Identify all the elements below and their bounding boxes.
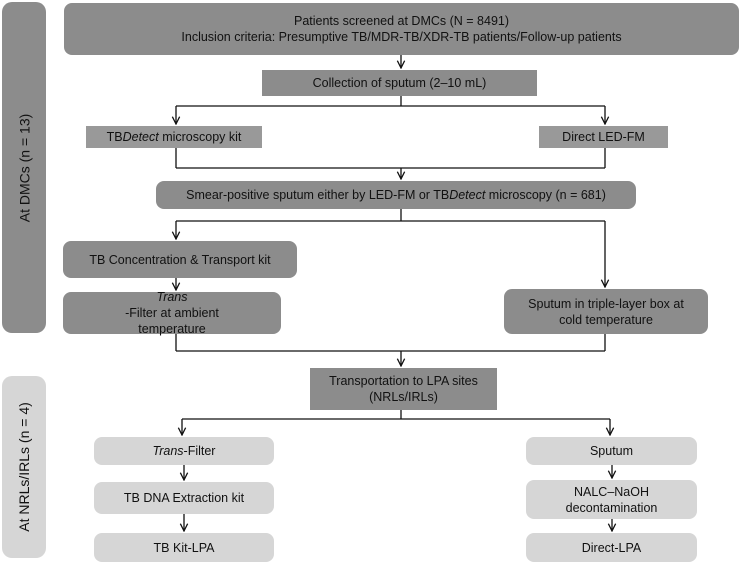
transfilter-ambient-line2: temperature [138,322,206,336]
left-transfilter-em: Trans [152,444,184,458]
nalc-naoh-box: NALC–NaOH decontamination [526,480,697,519]
smear-positive-box: Smear-positive sputum either by LED-FM o… [156,181,636,209]
smear-pre: Smear-positive sputum either by LED-FM o… [186,188,450,202]
right-sputum-text: Sputum [589,444,634,458]
tbdetect-kit-text: TBDetect microscopy kit [107,129,242,145]
smear-post: microscopy (n = 681) [485,188,606,202]
concentration-transport-box: TB Concentration & Transport kit [63,241,297,278]
patients-screened-box: Patients screened at DMCs (N = 8491) Inc… [64,3,739,55]
tbdetect-kit-pre: TB [106,130,123,144]
dna-extraction-box: TB DNA Extraction kit [94,482,274,514]
sputum-triple-box: Sputum in triple-layer box at cold tempe… [504,289,708,334]
transportation-line1: Transportation to LPA sites [329,374,478,388]
patients-screened-text: Patients screened at DMCs (N = 8491) [293,14,510,28]
transportation-box: Transportation to LPA sites (NRLs/IRLs) [310,368,497,410]
tbdetect-kit-post: microscopy kit [158,130,242,144]
direct-lpa-box: Direct-LPA [526,533,697,562]
direct-lpa-text: Direct-LPA [581,540,642,555]
left-transfilter-text: Trans-Filter [153,443,216,459]
nalc-naoh-line1: NALC–NaOH [573,484,650,499]
side-label-nrls: At NRLs/IRLs (n = 4) [2,376,46,558]
transportation-line2: (NRLs/IRLs) [369,390,438,404]
tbdetect-kit-em: Detect [122,130,159,144]
kit-lpa-text: TB Kit-LPA [153,540,215,555]
collection-box: Collection of sputum (2–10 mL) [262,70,537,96]
left-transfilter-box: Trans-Filter [94,437,274,465]
concentration-transport-text: TB Concentration & Transport kit [89,252,271,267]
transfilter-ambient-box: Trans -Filter at ambient temperature [63,289,281,336]
kit-lpa-box: TB Kit-LPA [94,533,274,562]
side-label-dmcs: At DMCs (n = 13) [2,2,46,333]
transfilter-ambient-em: Trans [156,290,188,304]
inclusion-criteria-text: Inclusion criteria: Presumptive TB/MDR-T… [181,30,622,44]
transfilter-ambient-post: -Filter at ambient [125,306,219,320]
collection-text: Collection of sputum (2–10 mL) [312,76,487,90]
smear-em: Detect [449,188,486,202]
sputum-triple-line1: Sputum in triple-layer box at [528,296,684,311]
right-sputum-box: Sputum [526,437,697,465]
transfilter-ambient-line1: Trans -Filter at ambient [125,289,219,321]
tbdetect-kit-box: TBDetect microscopy kit [86,126,262,148]
left-transfilter-post: -Filter [183,444,216,458]
nalc-naoh-line2: decontamination [565,500,658,515]
led-fm-box: Direct LED-FM [539,126,668,148]
sputum-triple-line2: cold temperature [559,312,653,327]
dna-extraction-text: TB DNA Extraction kit [123,491,245,505]
led-fm-text: Direct LED-FM [562,130,645,144]
smear-positive-text: Smear-positive sputum either by LED-FM o… [186,187,606,203]
